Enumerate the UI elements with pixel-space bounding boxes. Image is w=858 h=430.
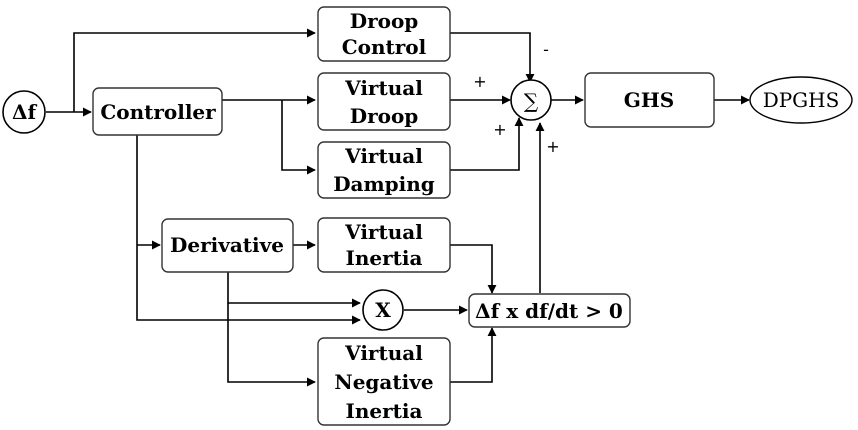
derivative-label: Derivative [170, 233, 284, 257]
virtual-negative-inertia-block: Virtual Negative Inertia [317, 337, 451, 426]
virtual-damping-label-line2: Damping [333, 172, 435, 196]
wire-virtual-damping-to-sum [450, 117, 524, 171]
condition-label: Δf x df/dt > 0 [475, 299, 623, 323]
wire-input-to-droop-control [73, 28, 316, 112]
wire-virtual-inertia-to-condition [450, 244, 497, 294]
virtual-inertia-label-line1: Virtual [344, 220, 423, 244]
virtual-droop-block: Virtual Droop [317, 72, 451, 131]
virtual-droop-label-line2: Droop [350, 104, 419, 128]
wire-controller-down [136, 135, 361, 325]
virtual-damping-label-line1: Virtual [344, 144, 423, 168]
sum-symbol: ∑ [524, 89, 539, 113]
droop-control-label-line1: Droop [350, 9, 419, 33]
input-node: Δf [2, 90, 46, 134]
input-label: Δf [12, 100, 38, 124]
wire-controller-to-virtual-damping [281, 100, 316, 175]
wire-droop-control-to-sum [450, 32, 535, 83]
connections [46, 28, 750, 387]
virtual-inertia-label-line2: Inertia [346, 246, 423, 270]
wire-derivative-to-negative-inertia [227, 303, 316, 387]
controller-block: Controller [92, 87, 223, 136]
ghs-label: GHS [624, 88, 674, 112]
negative-inertia-label-line1: Virtual [344, 341, 423, 365]
wire-negative-inertia-to-condition [450, 327, 497, 383]
virtual-inertia-block: Virtual Inertia [317, 217, 451, 273]
output-label: DPGHS [763, 88, 840, 112]
sign-inertia-path: + [546, 137, 559, 156]
multiplier: X [362, 289, 404, 331]
output-node: DPGHS [749, 76, 853, 124]
summing-junction: ∑ [510, 79, 552, 121]
sign-droop-control: - [543, 40, 549, 59]
negative-inertia-label-line2: Negative [334, 370, 433, 394]
virtual-droop-label-line1: Virtual [344, 76, 423, 100]
sign-virtual-damping: + [493, 120, 506, 139]
negative-inertia-label-line3: Inertia [346, 399, 423, 423]
derivative-block: Derivative [161, 218, 294, 273]
controller-label: Controller [100, 100, 216, 124]
droop-control-block: Droop Control [317, 6, 451, 62]
wire-derivative-to-multiply [227, 272, 361, 308]
droop-control-label-line2: Control [342, 35, 427, 59]
multiply-symbol: X [375, 298, 391, 322]
ghs-block: GHS [584, 72, 715, 128]
condition-block: Δf x df/dt > 0 [468, 293, 631, 328]
sign-virtual-droop: + [473, 72, 486, 91]
virtual-damping-block: Virtual Damping [317, 141, 451, 199]
